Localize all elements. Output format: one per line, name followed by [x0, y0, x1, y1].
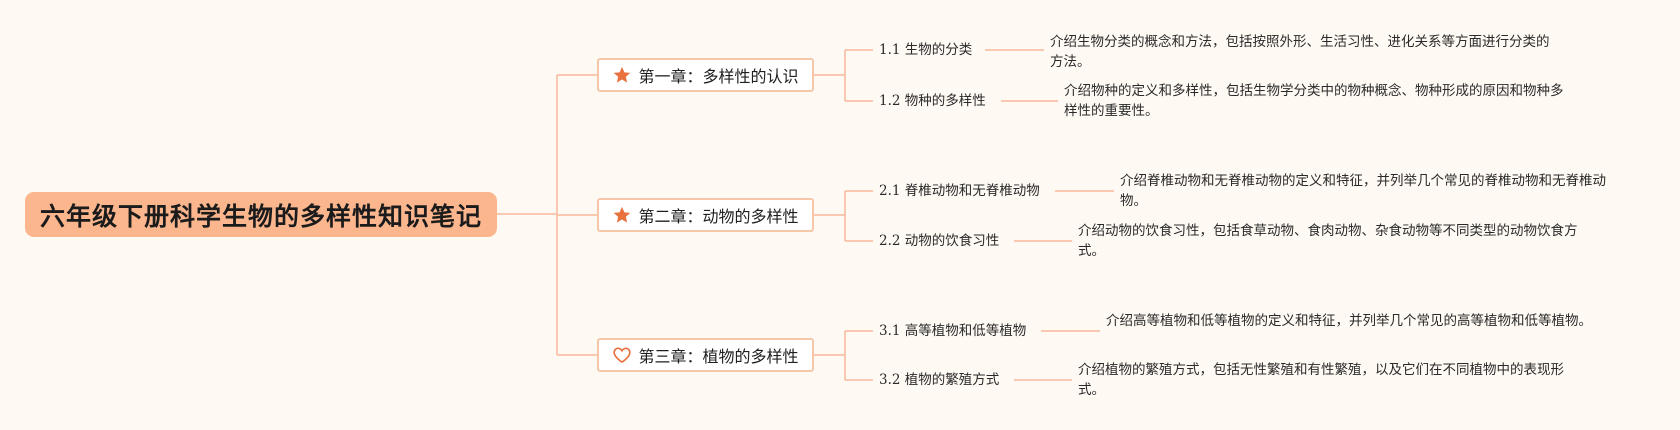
section-2-2[interactable]: 2.2 动物的饮食习性 — [879, 233, 1000, 249]
chapter-2[interactable]: 第二章：动物的多样性 — [597, 198, 814, 232]
star-icon — [612, 205, 632, 225]
chapter-3-title: 第三章：植物的多样性 — [638, 347, 799, 366]
section-1-1-desc: 介绍生物分类的概念和方法，包括按照外形、生活习性、进化关系等方面进行分类的方法。 — [1050, 34, 1550, 70]
heart-icon — [612, 345, 632, 365]
chapter-2-title: 第二章：动物的多样性 — [638, 207, 799, 226]
section-3-1[interactable]: 3.1 高等植物和低等植物 — [879, 323, 1027, 339]
section-1-2-desc: 介绍物种的定义和多样性，包括生物学分类中的物种概念、物种形成的原因和物种多样性的… — [1064, 83, 1564, 119]
section-2-2-desc: 介绍动物的饮食习性，包括食草动物、食肉动物、杂食动物等不同类型的动物饮食方式。 — [1078, 223, 1578, 259]
star-icon — [612, 65, 632, 85]
root-title: 六年级下册科学生物的多样性知识笔记 — [39, 201, 482, 231]
section-2-1[interactable]: 2.1 脊椎动物和无脊椎动物 — [879, 183, 1040, 199]
section-3-2-desc: 介绍植物的繁殖方式，包括无性繁殖和有性繁殖，以及它们在不同植物中的表现形式。 — [1078, 362, 1564, 398]
chapter-3[interactable]: 第三章：植物的多样性 — [597, 338, 814, 372]
section-2-1-desc: 介绍脊椎动物和无脊椎动物的定义和特征，并列举几个常见的脊椎动物和无脊椎动物。 — [1120, 173, 1606, 209]
section-3-1-desc: 介绍高等植物和低等植物的定义和特征，并列举几个常见的高等植物和低等植物。 — [1106, 313, 1592, 329]
root-topic[interactable]: 六年级下册科学生物的多样性知识笔记 — [25, 192, 497, 237]
section-1-1[interactable]: 1.1 生物的分类 — [879, 42, 973, 58]
chapter-1[interactable]: 第一章：多样性的认识 — [597, 58, 814, 92]
section-1-2[interactable]: 1.2 物种的多样性 — [879, 93, 986, 109]
section-3-2[interactable]: 3.2 植物的繁殖方式 — [879, 372, 1000, 388]
chapter-1-title: 第一章：多样性的认识 — [638, 67, 799, 86]
